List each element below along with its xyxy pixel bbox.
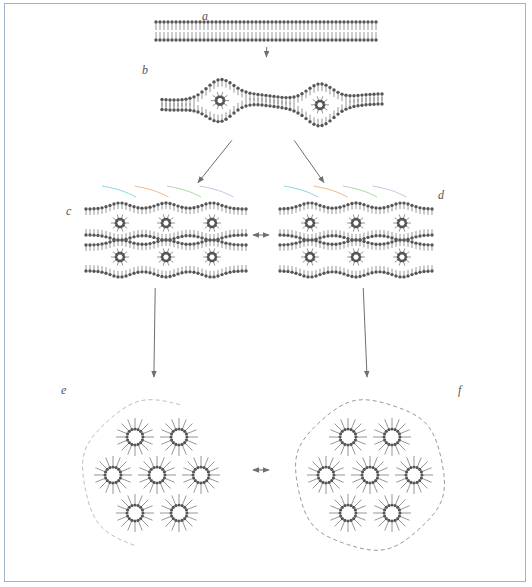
lipid-illustration — [272, 380, 470, 560]
phase-panel: e — [55, 380, 250, 560]
phase-panel: a — [150, 6, 385, 44]
transition-arrow — [266, 47, 267, 57]
phase-panel: c — [62, 185, 250, 285]
panel-letter: b — [142, 64, 148, 77]
panel-letter: c — [66, 205, 71, 218]
phase-panel: d — [272, 185, 450, 285]
phase-panel: b — [140, 60, 390, 138]
transition-arrow — [198, 140, 232, 182]
phase-panel: f — [272, 380, 470, 560]
figure-frame — [4, 3, 526, 582]
lipid-illustration — [272, 185, 450, 285]
panel-letter: e — [61, 384, 66, 397]
panel-letter: d — [438, 189, 444, 202]
panel-letter: a — [202, 10, 208, 23]
transition-arrow — [253, 470, 269, 471]
lipid-illustration — [150, 6, 385, 44]
transition-arrow — [253, 235, 269, 236]
transition-arrow — [154, 288, 155, 377]
lipid-illustration — [62, 185, 250, 285]
lipid-illustration — [55, 380, 250, 560]
panel-letter: f — [458, 384, 461, 397]
transition-arrow — [363, 288, 367, 377]
lipid-illustration — [140, 60, 390, 138]
transition-arrow — [294, 140, 324, 182]
